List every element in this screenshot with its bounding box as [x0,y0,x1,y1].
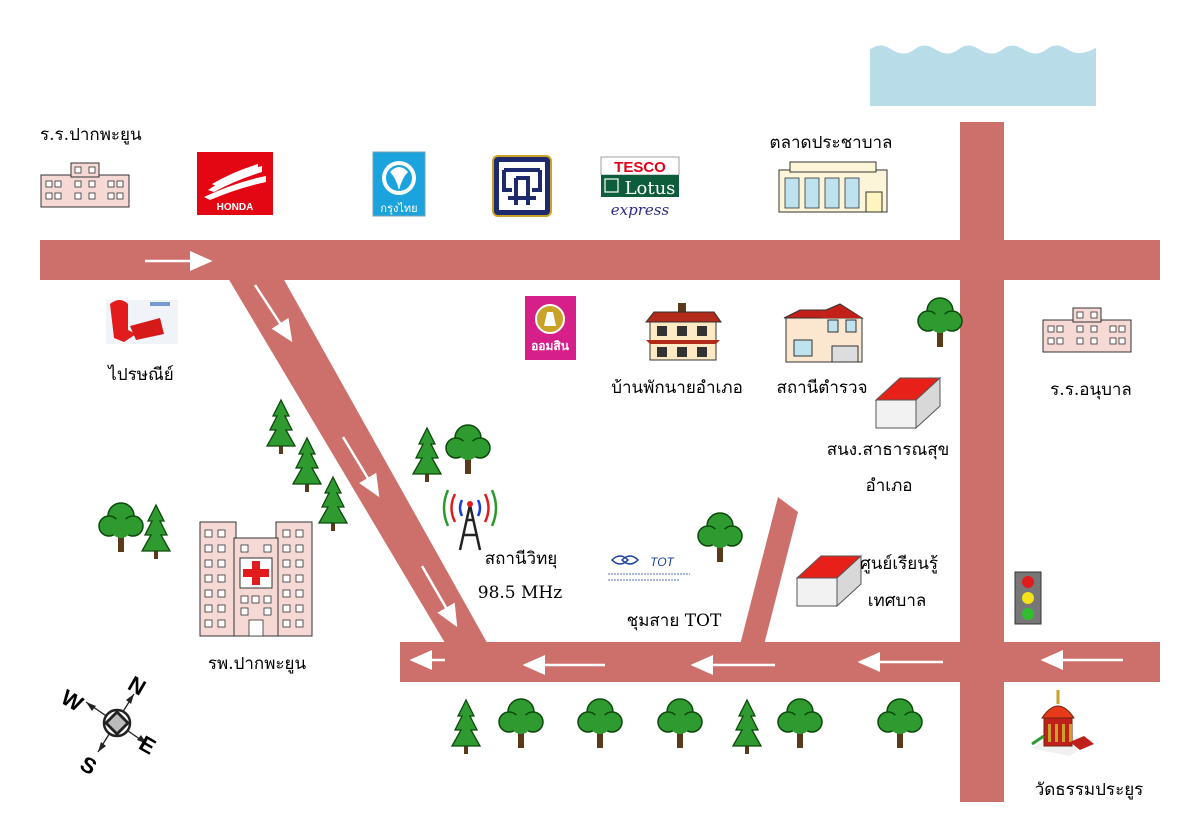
tree-icon [292,437,322,493]
police-station-icon [783,303,864,363]
tesco-lotus-logo-icon: TESCO Lotus express [600,156,680,219]
compass-west: W [57,685,88,717]
lotus-text: Lotus [625,178,676,199]
residence-house-icon [644,303,722,361]
road-small-diagonal [740,497,798,645]
label-temple: วัดธรรมประยูร [1034,780,1144,800]
bank-logo-icon [492,155,552,217]
market-building-icon [778,161,888,213]
tree-icon [412,427,442,483]
express-text: express [611,201,670,219]
temple-icon [1030,690,1095,756]
honda-logo-text: HONDA [217,202,254,213]
tree-icon [498,698,544,749]
tree-icon [732,699,762,755]
ktb-logo-text: กรุงไทย [380,202,417,215]
ktb-logo-icon: กรุงไทย [372,151,426,217]
compass-south: S [76,751,101,780]
traffic-light-icon [1014,571,1042,625]
label-radio-line2: 98.5 MHz [477,583,563,603]
direction-arrow-icon [420,565,458,628]
tree-icon [697,512,743,563]
tree-icon [657,698,703,749]
tree-icon [141,504,171,560]
label-learning-center-line1: ศูนย์เรียนรู้ [859,554,939,574]
direction-arrow-icon [253,284,293,343]
label-post-office: ไปรษณีย์ [108,365,174,385]
gsb-logo-text: ออมสิน [531,339,570,353]
radio-tower-icon [442,489,498,551]
tree-icon [266,399,296,455]
tree-icon [577,698,623,749]
red-roof-house-icon [796,555,862,607]
label-kindergarten: ร.ร.อนุบาล [1050,380,1132,400]
tree-icon [445,424,491,475]
label-health-office-line1: สนง.สาธารณสุข [826,440,950,460]
tot-logo-text: TOT [650,555,675,569]
tree-icon [98,502,144,553]
tree-icon [877,698,923,749]
label-police-station: สถานีตำรวจ [776,378,868,398]
tot-logo-icon: TOT [608,555,690,581]
direction-arrows [145,251,1123,675]
red-roof-house-icon [875,377,941,429]
label-school-paktha: ร.ร.ปากพะยูน [40,125,142,145]
water-icon [869,42,1097,106]
compass-east: E [135,731,160,760]
direction-arrow-icon [341,436,380,498]
school-icon [40,162,130,208]
label-hospital: รพ.ปากพะยูน [207,654,307,674]
label-radio-line1: สถานีวิทยุ [484,549,558,569]
road-vertical-right [960,122,1004,802]
post-box-icon [106,300,178,344]
label-learning-center-line2: เทศบาล [867,591,927,611]
compass-north: N [124,671,150,701]
honda-logo-icon: HONDA [197,152,273,215]
tree-icon [777,698,823,749]
label-market: ตลาดประชาบาล [769,133,893,153]
label-district-residence: บ้านพักนายอำเภอ [611,378,743,398]
tree-icon [451,699,481,755]
label-health-office-line2: อำเภอ [865,476,913,496]
hospital-icon [199,521,313,637]
tesco-text: TESCO [614,159,666,176]
label-tot-exchange: ชุมสาย TOT [626,611,722,631]
school-icon [1042,307,1132,353]
compass-icon: N E S W [57,671,160,780]
tree-icon [917,297,963,348]
road-bottom [400,642,1160,682]
gsb-logo-icon: ออมสิน [525,296,576,360]
tree-icon [318,476,348,532]
